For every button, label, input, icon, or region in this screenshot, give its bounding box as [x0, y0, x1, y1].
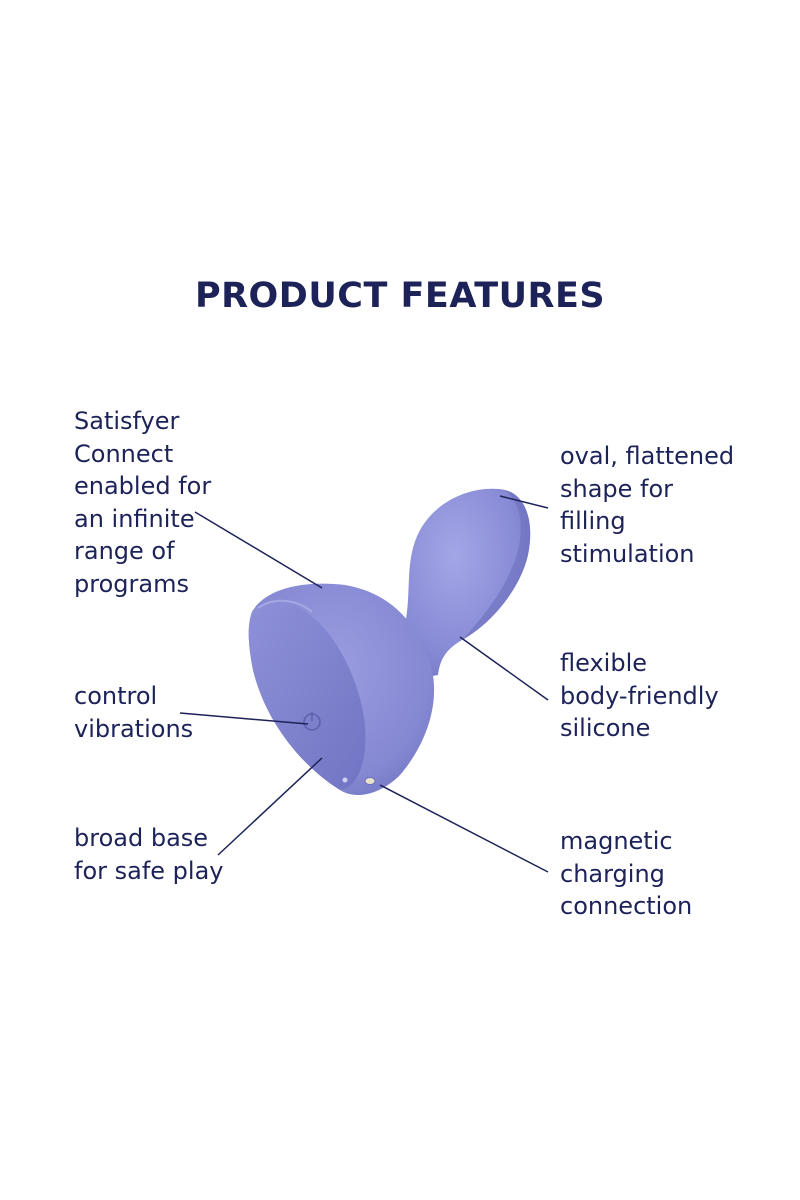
feature-flexible-silicone: flexible body-friendly silicone	[560, 649, 719, 742]
callout-line-silicone	[459, 636, 549, 701]
callout-line-shape	[499, 495, 549, 509]
charging-contacts-icon	[342, 777, 376, 785]
product-bulb	[405, 488, 531, 680]
feature-magnetic-charging: magnetic charging connection	[560, 827, 693, 920]
page-title: PRODUCT FEATURES	[194, 276, 606, 316]
feature-oval-shape: oval, flattened shape for filling stimul…	[560, 442, 735, 568]
product-base	[248, 583, 435, 795]
feature-broad-base: broad base for safe play	[74, 824, 224, 885]
feature-control-vibrations: control vibrations	[74, 682, 194, 743]
callout-line-charging	[379, 784, 549, 873]
power-icon	[303, 712, 321, 731]
feature-satisfyer-connect: Satisfyer Connect enabled for an infinit…	[74, 407, 212, 598]
